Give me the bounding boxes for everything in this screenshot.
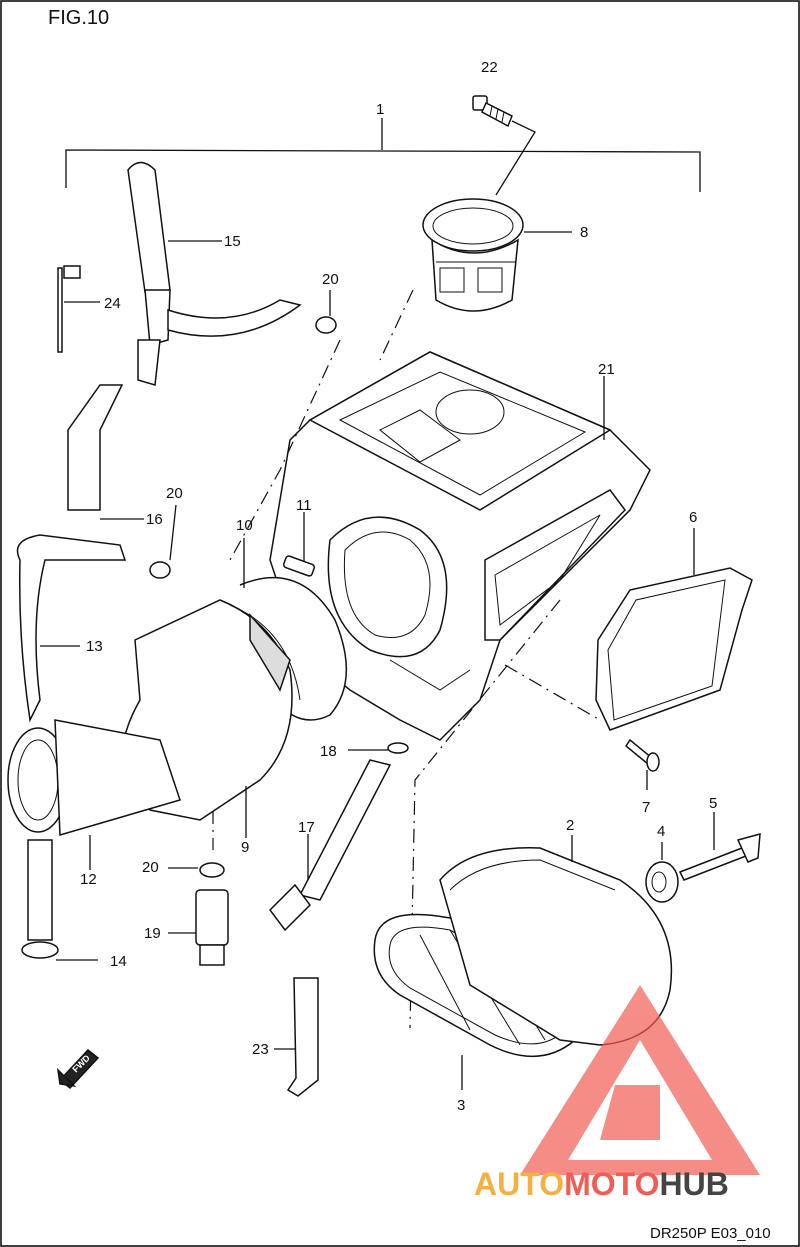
callout-7: 7 — [642, 799, 650, 816]
callout-6: 6 — [689, 509, 697, 526]
callout-18: 18 — [320, 743, 337, 760]
washer-4 — [645, 842, 679, 903]
callout-24: 24 — [104, 295, 121, 312]
leader-dash — [229, 339, 341, 561]
watermark-part-1: AUTO — [474, 1166, 564, 1202]
sleeve-12 — [7, 719, 181, 870]
callout-9: 9 — [241, 839, 249, 856]
callout-16: 16 — [146, 511, 163, 528]
callout-22: 22 — [481, 59, 498, 76]
screw-7 — [624, 738, 660, 790]
clip-20-top — [315, 290, 337, 334]
bolt-5 — [678, 812, 761, 881]
callout-11: 11 — [296, 497, 312, 514]
clamp-10 — [239, 538, 348, 721]
leader-dash — [379, 289, 414, 361]
intake-cap-8 — [422, 198, 572, 312]
watermark-part-2: MOTO — [564, 1166, 659, 1202]
cable-band-24 — [57, 265, 100, 353]
callout-23: 23 — [252, 1041, 269, 1058]
cover-6 — [595, 528, 753, 731]
callout-20-top: 20 — [322, 271, 339, 288]
callout-20-mid: 20 — [166, 485, 183, 502]
figure-code: DR250P E03_010 — [650, 1225, 771, 1242]
callout-8: 8 — [580, 224, 588, 241]
callout-15: 15 — [224, 233, 241, 250]
watermark-logo — [520, 985, 760, 1175]
hose-13 — [16, 534, 127, 723]
fwd-arrow-icon — [56, 1048, 100, 1090]
callout-21: 21 — [598, 361, 615, 378]
leader-dash — [504, 664, 601, 721]
plug-19 — [168, 889, 229, 966]
callout-19: 19 — [144, 925, 161, 942]
callout-17: 17 — [298, 819, 315, 836]
clip-20-mid — [149, 504, 177, 579]
air-cleaner-box-21 — [269, 351, 651, 741]
callout-13: 13 — [86, 638, 103, 655]
hose-17 — [269, 759, 392, 932]
hose-16 — [67, 384, 144, 520]
callout-1: 1 — [376, 101, 384, 118]
callout-4: 4 — [657, 823, 665, 840]
bracket-23 — [274, 977, 319, 1097]
callout-5: 5 — [709, 795, 717, 812]
figure-title: FIG.10 — [48, 7, 109, 29]
bolt-22 — [472, 95, 536, 196]
assembly-bracket — [65, 118, 701, 192]
watermark-text: AUTOMOTOHUB — [474, 1166, 729, 1202]
callout-3: 3 — [457, 1097, 465, 1114]
drain-plug-14 — [21, 839, 98, 961]
watermark-part-3: HUB — [659, 1166, 728, 1202]
breather-hose-15 — [127, 161, 302, 386]
clip-20-bottom — [168, 862, 225, 878]
callout-2: 2 — [566, 817, 574, 834]
callout-20-bottom: 20 — [142, 859, 159, 876]
callout-14: 14 — [110, 953, 127, 970]
clamp-11 — [282, 512, 316, 577]
callout-10: 10 — [236, 517, 253, 534]
clip-18 — [348, 742, 409, 754]
callout-12: 12 — [80, 871, 97, 888]
